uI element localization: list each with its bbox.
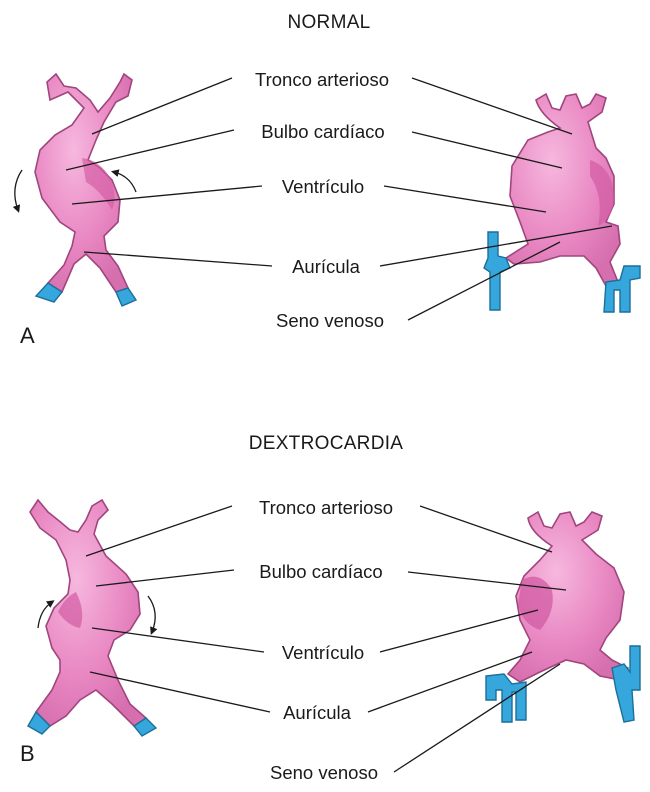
label-b-bulbo: Bulbo cardíaco <box>259 561 382 582</box>
panel-dextrocardia: DEXTROCARDIA B <box>20 433 640 783</box>
panel-letter-b: B <box>20 741 35 766</box>
label-b-tronco: Tronco arterioso <box>259 497 393 518</box>
leaders-b <box>86 506 566 772</box>
label-a-ventriculo: Ventrículo <box>282 176 364 197</box>
label-a-bulbo: Bulbo cardíaco <box>261 121 384 142</box>
label-a-seno: Seno venoso <box>276 310 384 331</box>
rotation-arrow-left-a <box>15 170 22 210</box>
label-a-tronco: Tronco arterioso <box>255 69 389 90</box>
panel-title-normal: NORMAL <box>287 12 370 33</box>
leader-b-tronco-left <box>86 506 232 556</box>
leader-b-seno <box>394 664 560 772</box>
heart-tube-left-b <box>28 500 156 736</box>
panel-title-dextrocardia: DEXTROCARDIA <box>249 433 404 454</box>
label-a-auricula: Aurícula <box>292 256 361 277</box>
heart-tube-left-a <box>35 74 136 306</box>
tube-body-b-left <box>30 500 146 726</box>
label-b-seno: Seno venoso <box>270 762 378 783</box>
leader-b-ventriculo-right <box>380 610 538 652</box>
label-b-ventriculo: Ventrículo <box>282 642 364 663</box>
heart-looped-a <box>484 94 640 312</box>
label-b-auricula: Aurícula <box>283 702 352 723</box>
leader-a-seno <box>408 242 560 320</box>
heart-looped-b <box>486 512 640 722</box>
leader-b-ventriculo-left <box>92 628 264 652</box>
rotation-arrow-right-b <box>148 596 155 632</box>
panel-normal: NORMAL A <box>15 12 640 348</box>
rotation-arrow-right-a <box>114 172 136 192</box>
vessel-right-a-left <box>116 288 136 306</box>
tube-body-a-left <box>35 74 132 292</box>
vessel-right-b-looped <box>612 646 640 722</box>
panel-letter-a: A <box>20 323 35 348</box>
